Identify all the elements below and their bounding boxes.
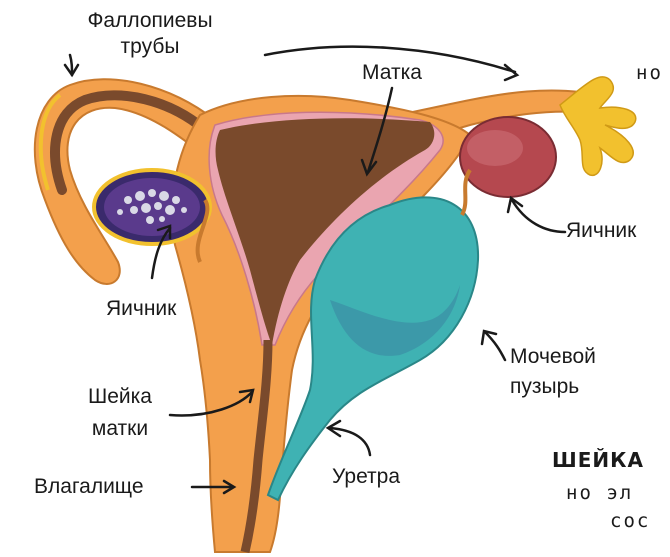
label-fallopian-line1: Фаллопиевы	[60, 8, 240, 34]
arrow-bladder	[485, 332, 505, 360]
label-fallopian-tubes: Фаллопиевы трубы	[60, 8, 240, 60]
label-ovary-left: Яичник	[106, 296, 176, 322]
label-fallopian-line2: трубы	[60, 34, 240, 60]
ovarian-ligament-right	[462, 170, 470, 215]
label-bladder-line1: Мочевой	[510, 344, 596, 370]
label-ovary-right: Яичник	[566, 218, 636, 244]
label-cervix: Шейка матки	[70, 384, 170, 442]
label-bladder-line2: пузырь	[510, 374, 596, 400]
edge-text-top: но	[636, 62, 663, 84]
ovary-right-highlight	[467, 130, 523, 166]
label-vagina: Влагалище	[34, 474, 144, 500]
label-cervix-line2: матки	[70, 416, 170, 442]
edge-text-heading: ШЕЙКА	[552, 448, 644, 472]
arrow-fallopian-right-head	[505, 65, 517, 80]
edge-text-line2: но эл	[566, 482, 633, 504]
label-cervix-line1: Шейка	[70, 384, 170, 410]
edge-text-line3: сос	[610, 510, 650, 532]
label-urethra: Уретра	[332, 464, 400, 490]
label-bladder: Мочевой пузырь	[510, 344, 596, 400]
ovary-left-inner	[104, 178, 200, 236]
label-uterus: Матка	[362, 60, 422, 86]
